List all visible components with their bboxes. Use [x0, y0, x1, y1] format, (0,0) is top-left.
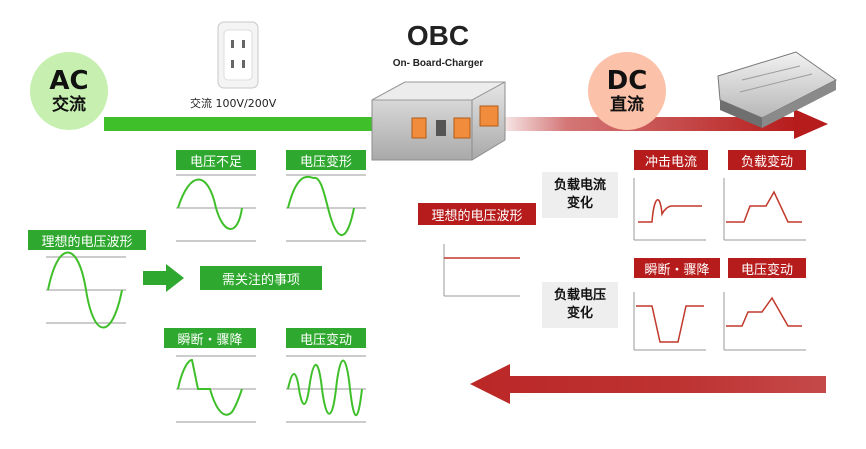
obc-subtitle: On- Board-Charger [392, 58, 484, 69]
dc-wave-load-change [723, 178, 806, 241]
dc-load-voltage-line1: 负载电压 [553, 288, 606, 303]
outlet-icon [217, 21, 259, 89]
return-flow-arrow [470, 364, 826, 404]
dc-load-voltage-box: 负载电压 变化 [542, 282, 618, 328]
ac-voltage-deform-label: 电压变形 [286, 150, 366, 170]
ac-voltage-label: 交流 100V/200V [190, 97, 277, 110]
ac-wave-ideal [46, 251, 126, 329]
dc-sublabel: 直流 [610, 95, 644, 115]
dc-wave-interruption [633, 292, 706, 351]
ac-voltage-change-label: 电压变动 [286, 328, 366, 348]
dc-load-change-label: 负载变动 [728, 150, 806, 170]
ac-wave-interruption [176, 355, 256, 423]
ac-wave-voltage-shortage [176, 174, 256, 242]
dc-wave-inrush-current [633, 178, 706, 241]
ac-voltage-shortage-label: 电压不足 [176, 150, 256, 170]
dc-circle: DC 直流 [588, 52, 666, 130]
ac-wave-voltage-change [286, 355, 366, 423]
dc-wave-ideal [443, 244, 520, 297]
dc-wave-voltage-change [723, 292, 806, 351]
ac-flow-bar [104, 117, 404, 131]
ac-wave-voltage-deform [286, 174, 366, 242]
dc-inrush-current-label: 冲击电流 [634, 150, 708, 170]
dc-label: DC [606, 66, 648, 96]
dc-load-current-line2: 变化 [566, 196, 593, 211]
ac-sublabel: 交流 [52, 95, 86, 115]
dc-load-current-line1: 负载电流 [553, 178, 606, 193]
dc-load-voltage-line2: 变化 [566, 306, 593, 321]
battery-pack-icon [717, 51, 837, 128]
ac-ideal-wave-label: 理想的电压波形 [28, 230, 146, 250]
obc-title: OBC [406, 20, 470, 51]
obc-device-icon [371, 81, 506, 161]
ac-note-label: 需关注的事项 [200, 266, 322, 290]
dc-ideal-wave-label: 理想的电压波形 [418, 203, 536, 225]
dc-interruption-label: 瞬断・骤降 [634, 258, 720, 278]
ac-label: AC [49, 66, 89, 96]
ac-circle: AC 交流 [30, 52, 108, 130]
green-arrow-icon [143, 264, 184, 292]
ac-interruption-label: 瞬断・骤降 [164, 328, 256, 348]
dc-voltage-change-label: 电压变动 [728, 258, 806, 278]
dc-load-current-box: 负载电流 变化 [542, 172, 618, 218]
